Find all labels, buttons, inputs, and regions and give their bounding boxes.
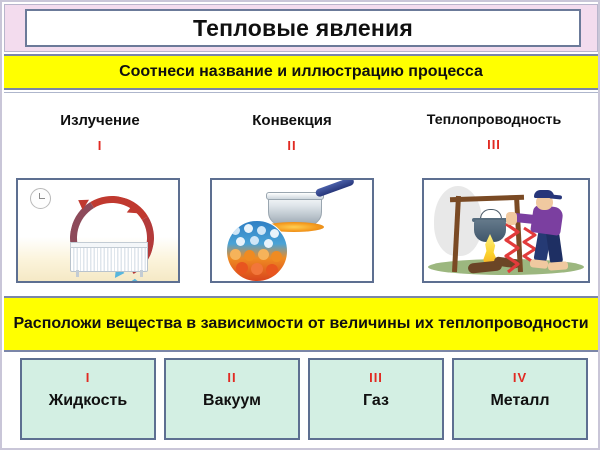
substance-numeral-vacuum: II [227,370,237,385]
person-hand [506,212,517,225]
process-name-radiation: Излучение [60,112,140,129]
instruction-band-match: Соотнеси название и иллюстрацию процесса [4,54,598,90]
burner-ring-icon [264,222,324,232]
title-band: Тепловые явления [4,4,598,52]
radiator-leg-right [140,270,143,277]
process-column-radiation: Излучение I [10,93,190,153]
radiation-waves-icon [504,222,537,274]
substance-boxes: I Жидкость II Вакуум III Газ IV Металл [4,354,598,448]
person-head [536,194,553,210]
process-numeral-conduction: III [487,137,501,152]
process-numeral-convection: II [287,138,297,153]
radiator-leg-left [76,270,79,277]
substance-numeral-metal: IV [512,370,528,385]
person-cap-icon [534,190,554,198]
process-numeral-radiation: I [97,138,103,153]
substance-numeral-liquid: I [85,370,91,385]
substance-box-liquid[interactable]: I Жидкость [20,358,156,440]
saucepan-rim-icon [266,192,324,200]
person-foot-front [547,261,569,271]
substance-label-vacuum: Вакуум [203,392,261,409]
illustration-radiator[interactable] [16,178,180,283]
substance-label-metal: Металл [490,392,550,409]
instruction-text-match: Соотнеси название и иллюстрацию процесса [119,62,483,80]
process-name-convection: Конвекция [252,112,332,129]
page-title: Тепловые явления [193,14,413,41]
saucepan-handle-icon [314,180,355,198]
substance-label-gas: Газ [363,392,389,409]
illustration-saucepan[interactable] [210,178,374,283]
process-work-area: Излучение I Конвекция II Теплопроводност… [4,92,598,294]
radiator-icon [70,242,148,272]
title-box: Тепловые явления [25,9,581,47]
instruction-text-order: Расположи вещества в зависимости от вели… [13,314,589,332]
process-name-conduction: Теплопроводность [426,112,562,128]
substance-box-vacuum[interactable]: II Вакуум [164,358,300,440]
instruction-band-order: Расположи вещества в зависимости от вели… [4,296,598,352]
substance-label-liquid: Жидкость [48,392,128,409]
substance-box-metal[interactable]: IV Металл [452,358,588,440]
process-columns: Излучение I Конвекция II Теплопроводност… [4,93,598,295]
molecule-magnifier-inset [226,220,288,281]
substance-box-gas[interactable]: III Газ [308,358,444,440]
process-column-conduction: Теплопроводность III [396,93,592,152]
kettle-icon [474,220,506,242]
kettle-bail-icon [480,209,502,222]
substance-numeral-gas: III [369,370,383,385]
process-column-convection: Конвекция II [202,93,382,153]
illustration-campfire[interactable] [422,178,590,283]
wall-clock-icon [30,188,51,209]
